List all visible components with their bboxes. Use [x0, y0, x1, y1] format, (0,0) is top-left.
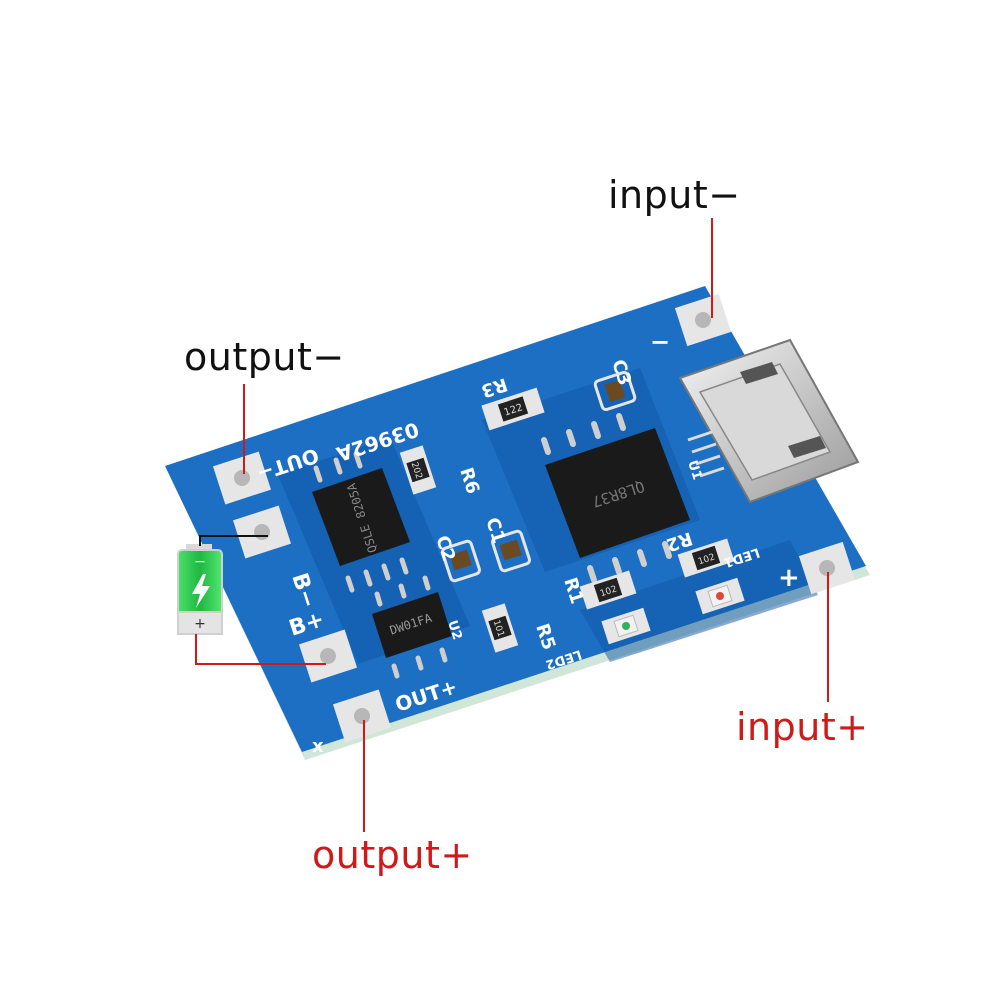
- battery-icon: − +: [177, 544, 223, 635]
- capacitor-c3: [593, 371, 637, 411]
- wire-battery-plus: [195, 634, 326, 665]
- capacitor-c2: [441, 539, 481, 583]
- pad-input-plus: [798, 541, 856, 595]
- silk-x: x: [312, 736, 324, 757]
- silk-plus: +: [778, 563, 800, 593]
- led-icon: [601, 607, 651, 645]
- pad-out-plus: [332, 689, 392, 743]
- resistor-r1: 102: [579, 570, 637, 610]
- resistor-r3: 122: [481, 387, 545, 431]
- capacitor-c1: [491, 529, 531, 573]
- ic-u2: DW01FA: [372, 575, 452, 679]
- pad-input-minus: [674, 293, 732, 347]
- label-output-plus: output+: [312, 833, 473, 877]
- micro-usb-port-icon: [678, 338, 860, 504]
- led-2: [695, 577, 745, 615]
- ic-u1: QL8R37: [541, 413, 690, 583]
- battery-minus-sign: −: [194, 554, 206, 570]
- label-output-minus: output−: [184, 335, 345, 379]
- pad-b-plus: [298, 629, 358, 683]
- resistor-r2: 102: [677, 538, 735, 578]
- resistor-r5: 101: [481, 603, 519, 653]
- silk-u1: U1: [684, 459, 704, 482]
- silk-minus: −: [650, 328, 670, 356]
- battery-plus-sign: +: [194, 616, 206, 632]
- wire-battery-minus: [199, 535, 268, 546]
- label-input-plus: input+: [736, 705, 869, 749]
- resistor-r6: 202: [399, 445, 437, 495]
- silk-u2: U2: [444, 619, 464, 642]
- label-input-minus: input−: [608, 173, 741, 217]
- pad-out-minus: [212, 451, 272, 505]
- ic-8205a: QSLE 8205A: [312, 451, 410, 593]
